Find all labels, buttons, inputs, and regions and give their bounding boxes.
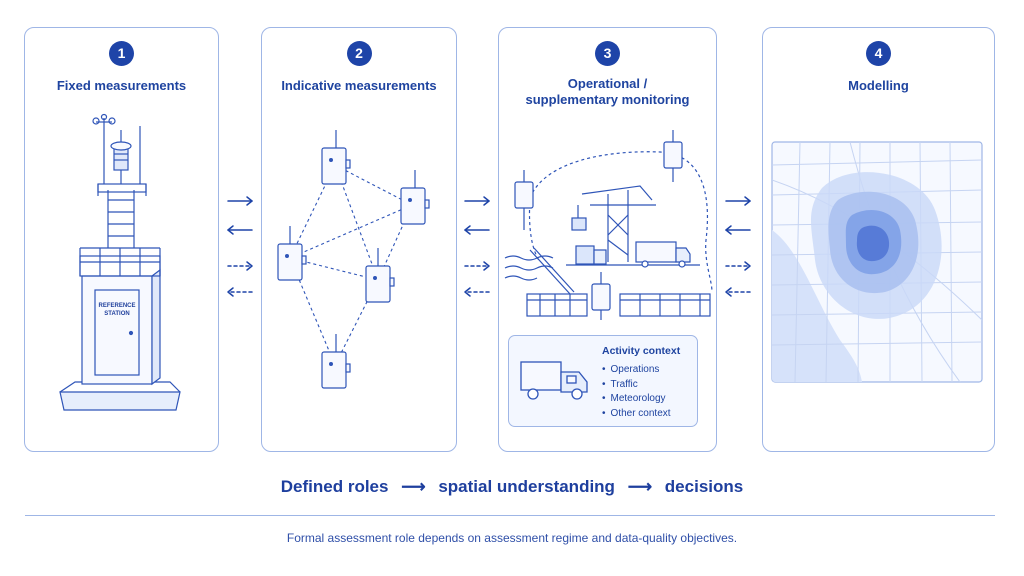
- sensor-icon: [321, 334, 351, 389]
- step-number-badge: 2: [346, 41, 372, 66]
- activity-context-title: Activity context: [602, 345, 681, 357]
- sensor-icon: [663, 130, 683, 182]
- list-item: Traffic: [602, 378, 671, 393]
- list-item: Other context: [602, 407, 671, 422]
- tagline-part-1: Defined roles: [280, 477, 389, 496]
- tagline-arrow: ⟶: [401, 477, 426, 496]
- panel-title: Fixed measurements: [56, 78, 187, 93]
- panel-title-line2: supplementary monitoring: [525, 92, 690, 107]
- panel-title-line1: Operational /: [567, 76, 648, 91]
- step-number-badge: 4: [866, 41, 891, 66]
- panel-title: Operational / supplementary monitoring: [505, 76, 710, 108]
- tagline-arrow: ⟶: [627, 477, 653, 496]
- tagline-part-3: decisions: [664, 477, 744, 496]
- reference-station-label: REFERENCE STATION: [98, 303, 136, 317]
- sensor-icon: [321, 130, 351, 185]
- activity-context-box: Activity context Operations Traffic Mete…: [508, 335, 698, 427]
- arrow-group-2: [464, 196, 490, 297]
- footnote: Formal assessment role depends on assess…: [286, 531, 738, 545]
- panel-title: Indicative measurements: [281, 78, 437, 93]
- step-number-badge: 1: [109, 41, 134, 66]
- truck-icon: [520, 361, 588, 400]
- sensor-icon: [514, 170, 534, 230]
- tagline: Defined roles ⟶ spatial understanding ⟶ …: [0, 477, 1024, 497]
- sensor-icon: [365, 248, 395, 303]
- panel-indicative-measurements: 2 Indicative measurements: [261, 27, 457, 452]
- arrow-group-3: [725, 196, 751, 297]
- list-item: Meteorology: [602, 392, 671, 407]
- panel-title: Modelling: [848, 78, 909, 93]
- sensor-icon: [591, 272, 611, 320]
- tagline-part-2: spatial understanding: [438, 477, 615, 496]
- step-number-badge: 3: [595, 41, 620, 66]
- activity-context-list: Operations Traffic Meteorology Other con…: [602, 363, 671, 421]
- arrow-group-1: [227, 196, 253, 297]
- sensor-icon: [400, 170, 430, 225]
- sensor-icon: [277, 226, 307, 281]
- list-item: Operations: [602, 363, 671, 378]
- divider: [25, 515, 995, 516]
